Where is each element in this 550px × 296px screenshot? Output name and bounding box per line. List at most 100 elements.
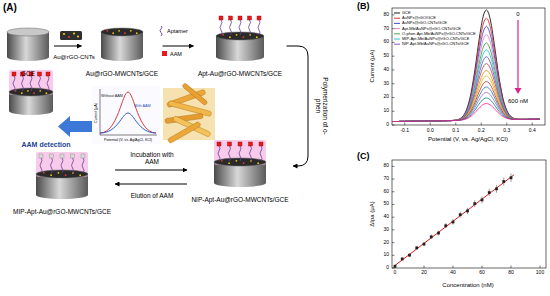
electrode-icon — [35, 152, 89, 200]
tick-label: 10 — [383, 108, 389, 114]
tick-mark — [392, 268, 395, 269]
process-arrow — [287, 46, 309, 166]
process-arrow — [54, 46, 82, 47]
panel-letter: (A) — [3, 2, 17, 14]
tick-mark — [392, 204, 395, 205]
error-bar — [395, 265, 396, 268]
tick-mark — [392, 255, 395, 256]
tick-label: 20 — [383, 240, 389, 246]
tick-mark — [404, 123, 405, 126]
cv-curve — [392, 98, 540, 122]
inset-note: Without AAM — [101, 94, 123, 98]
data-point — [473, 202, 476, 205]
electrode-label: NIP-Apt-Au@rGO-MWCNTs/GCE — [191, 196, 288, 204]
tick-mark — [392, 14, 395, 15]
data-point — [452, 221, 455, 224]
axis-title: ΔIpa (µA) — [369, 201, 376, 226]
calibration-plot — [392, 160, 546, 268]
tick-mark — [455, 123, 456, 126]
data-point — [459, 213, 462, 216]
electrode-label: MIP-Apt-Au@rGO-MWCNTs/GCE — [13, 208, 111, 216]
panel-letter: (B) — [357, 1, 370, 11]
data-point — [423, 243, 426, 246]
error-bar — [489, 189, 490, 196]
tick-label: 0.1 — [452, 128, 459, 134]
data-point — [510, 176, 513, 179]
error-bar — [453, 219, 454, 225]
tick-label: 0 — [394, 270, 397, 276]
tick-label: 100 — [536, 270, 544, 276]
tick-label: 70 — [383, 26, 389, 32]
plot-frame — [392, 160, 546, 268]
edge-label: Incubation with AAM — [124, 151, 180, 166]
error-bar — [482, 196, 483, 203]
axis-title: Current (µA) — [94, 103, 98, 123]
tick-mark — [482, 266, 483, 269]
data-point — [488, 191, 491, 194]
cv-curve — [392, 87, 540, 122]
trend-arrow — [517, 20, 518, 89]
axis-title: Concentration (nM) — [442, 282, 493, 289]
data-point — [466, 210, 469, 213]
tick-mark — [392, 83, 395, 84]
tick-label: 0 — [386, 265, 389, 271]
legend-text: MIP-Apt-Mb/AuNPs@rGO-CNTs/GCE — [402, 37, 469, 42]
tick-label: 60 — [383, 189, 389, 195]
data-point — [415, 246, 418, 249]
data-point — [408, 254, 411, 257]
tick-mark — [430, 123, 431, 126]
cv-curve — [392, 104, 540, 122]
tick-mark — [392, 69, 395, 70]
tick-mark — [392, 125, 395, 126]
legend-line-sample — [394, 13, 400, 14]
panel-letter: (C) — [357, 151, 370, 161]
data-point — [430, 235, 433, 238]
legend-text: GCE — [402, 11, 411, 16]
legend-line-sample — [394, 44, 400, 45]
edge-label: Au@rGO-CNTs — [53, 54, 94, 61]
tick-label: 80 — [508, 270, 514, 276]
legend-line-sample — [394, 39, 400, 40]
axis-title: Potential (V, vs. Ag/AgCl, KCl) — [428, 136, 508, 143]
electrode-label: Au@rGO-MWCNTs/GCE — [86, 70, 158, 78]
electrode-stage: NIP-Apt-Au@rGO-MWCNTs/GCE — [189, 140, 291, 206]
tick-mark — [392, 229, 395, 230]
detection-electrode — [9, 70, 53, 115]
tick-mark — [392, 242, 395, 243]
tick-label: 0.3 — [503, 128, 510, 134]
error-bar — [416, 246, 417, 250]
error-bar — [438, 231, 439, 236]
legend-line-sample — [394, 18, 400, 19]
error-bar — [503, 177, 504, 185]
process-arrow — [115, 170, 187, 171]
tick-label: 20 — [421, 270, 427, 276]
tick-label: 80 — [383, 12, 389, 18]
legend-text: Apt-Mb/AuNPs@rGO-CNTs/GCE — [402, 26, 461, 31]
tick-label: 40 — [383, 67, 389, 73]
cv-curve — [392, 18, 540, 121]
error-bar — [460, 212, 461, 218]
tick-label: 10 — [383, 252, 389, 258]
electrode-label: GCE — [21, 70, 35, 78]
legend-text: Aptamer — [167, 28, 188, 34]
plot-legend-lines — [394, 13, 400, 44]
electrode-stage: Apt-Au@rGO-MWCNTs/GCE — [196, 14, 285, 80]
tick-mark — [532, 123, 533, 126]
error-bar — [402, 257, 403, 260]
inset-chart — [92, 86, 160, 144]
aptamer-sample — [160, 26, 162, 36]
electrode-stage: Au@rGO-MWCNTs/GCE — [84, 26, 161, 80]
tick-mark — [481, 123, 482, 126]
tick-mark — [392, 217, 395, 218]
food-photo — [163, 83, 215, 144]
trend-arrowhead — [515, 88, 522, 94]
tick-mark — [511, 266, 512, 269]
data-point — [502, 180, 505, 183]
error-bar — [496, 185, 497, 193]
tick-label: 40 — [383, 214, 389, 220]
legend-line-sample — [394, 33, 400, 34]
legend-swatch — [162, 51, 167, 56]
tick-mark — [392, 179, 395, 180]
step-note: AAM detection — [22, 141, 71, 149]
electrode-stage: MIP-Apt-Au@rGO-MWCNTs/GCE — [11, 152, 113, 218]
